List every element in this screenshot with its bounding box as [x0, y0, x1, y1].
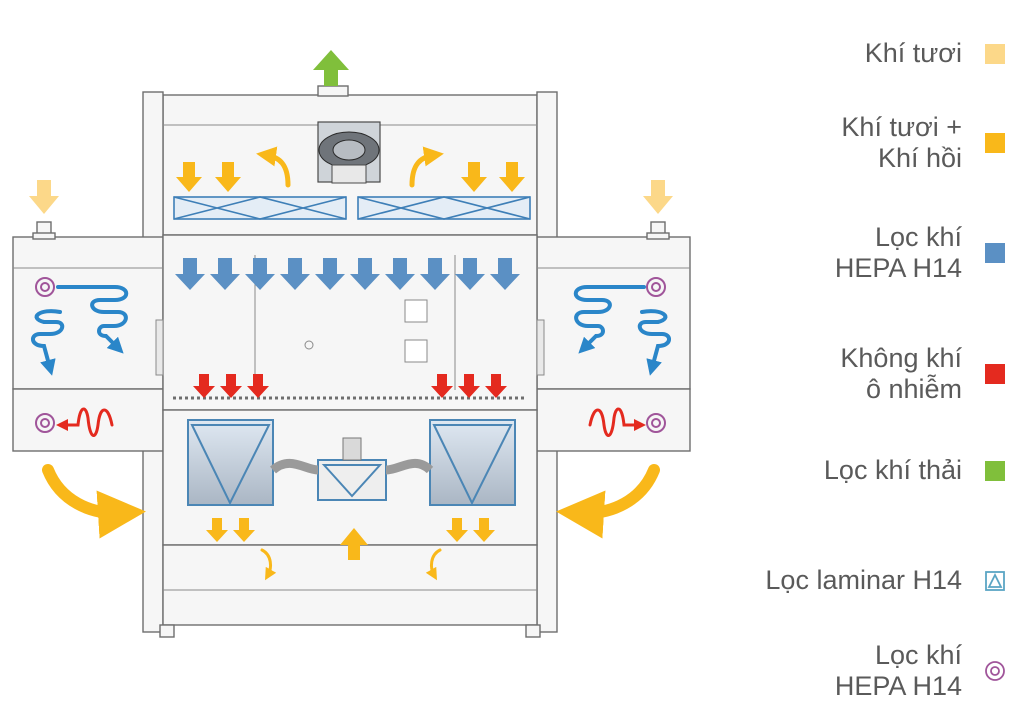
- concentric-circle-icon: [984, 660, 1006, 682]
- square-swatch-icon: [984, 242, 1006, 264]
- lower-return-arrows: [206, 518, 495, 560]
- airflow-diagram: [12, 50, 691, 638]
- legend-item-fresh-air: Khí tươi: [865, 38, 1006, 69]
- legend-label-line: Khí tươi +: [841, 112, 962, 142]
- legend-label: Lọc laminar H14: [765, 565, 962, 596]
- chamber-details: [13, 124, 690, 591]
- legend-label-line: Lọc khí thải: [823, 455, 962, 485]
- legend-label-line: HEPA H14: [834, 253, 962, 283]
- square-swatch-icon: [984, 132, 1006, 154]
- legend-item-laminar-filter: Lọc laminar H14: [765, 565, 1006, 596]
- right-foot: [525, 624, 541, 638]
- square-swatch-icon: [984, 363, 1006, 385]
- exhaust-stack: [317, 85, 349, 97]
- side-swirls: [31, 285, 671, 376]
- contaminated-coils: [56, 407, 646, 437]
- downflow-arrows: [175, 258, 520, 290]
- legend-label-line: HEPA H14: [834, 671, 962, 701]
- left-side-module: [12, 236, 164, 390]
- legend-label-line: ô nhiễm: [865, 374, 962, 404]
- legend-item-exhaust-filter: Lọc khí thải: [824, 455, 1006, 486]
- legend-label: Khí tươi +Khí hồi: [841, 112, 962, 174]
- triangle-in-square-icon: [984, 570, 1006, 592]
- legend-label-line: Lọc laminar H14: [765, 565, 962, 595]
- legend-label: Lọc khí thải: [824, 455, 962, 486]
- legend-label-line: Khí hồi: [877, 143, 962, 173]
- legend-label-line: Khí tươi: [864, 38, 962, 68]
- laminar-filters: [187, 419, 516, 506]
- contaminated-air-arrows: [193, 374, 507, 398]
- return-air-arrows-top: [176, 162, 525, 192]
- legend-label-line: Không khí: [840, 343, 962, 373]
- legend-label-line: Lọc khí: [874, 222, 962, 252]
- intake-arrows: [42, 464, 660, 539]
- square-swatch-icon: [984, 43, 1006, 65]
- right-side-module: [536, 236, 691, 390]
- exhaust-fan: [317, 121, 381, 184]
- legend-label: Khí tươi: [865, 38, 962, 69]
- legend-label-line: Lọc khí: [874, 640, 962, 670]
- cabinet-frame: [12, 85, 691, 638]
- round-hepa-filters: [35, 277, 666, 433]
- fresh-air-arrows: [29, 180, 673, 214]
- square-swatch-icon: [984, 460, 1006, 482]
- top-hepa-filters: [173, 196, 531, 220]
- left-foot: [159, 624, 175, 638]
- legend-item-fresh-return-air: Khí tươi +Khí hồi: [841, 112, 1006, 174]
- exhaust-arrow: [313, 50, 349, 86]
